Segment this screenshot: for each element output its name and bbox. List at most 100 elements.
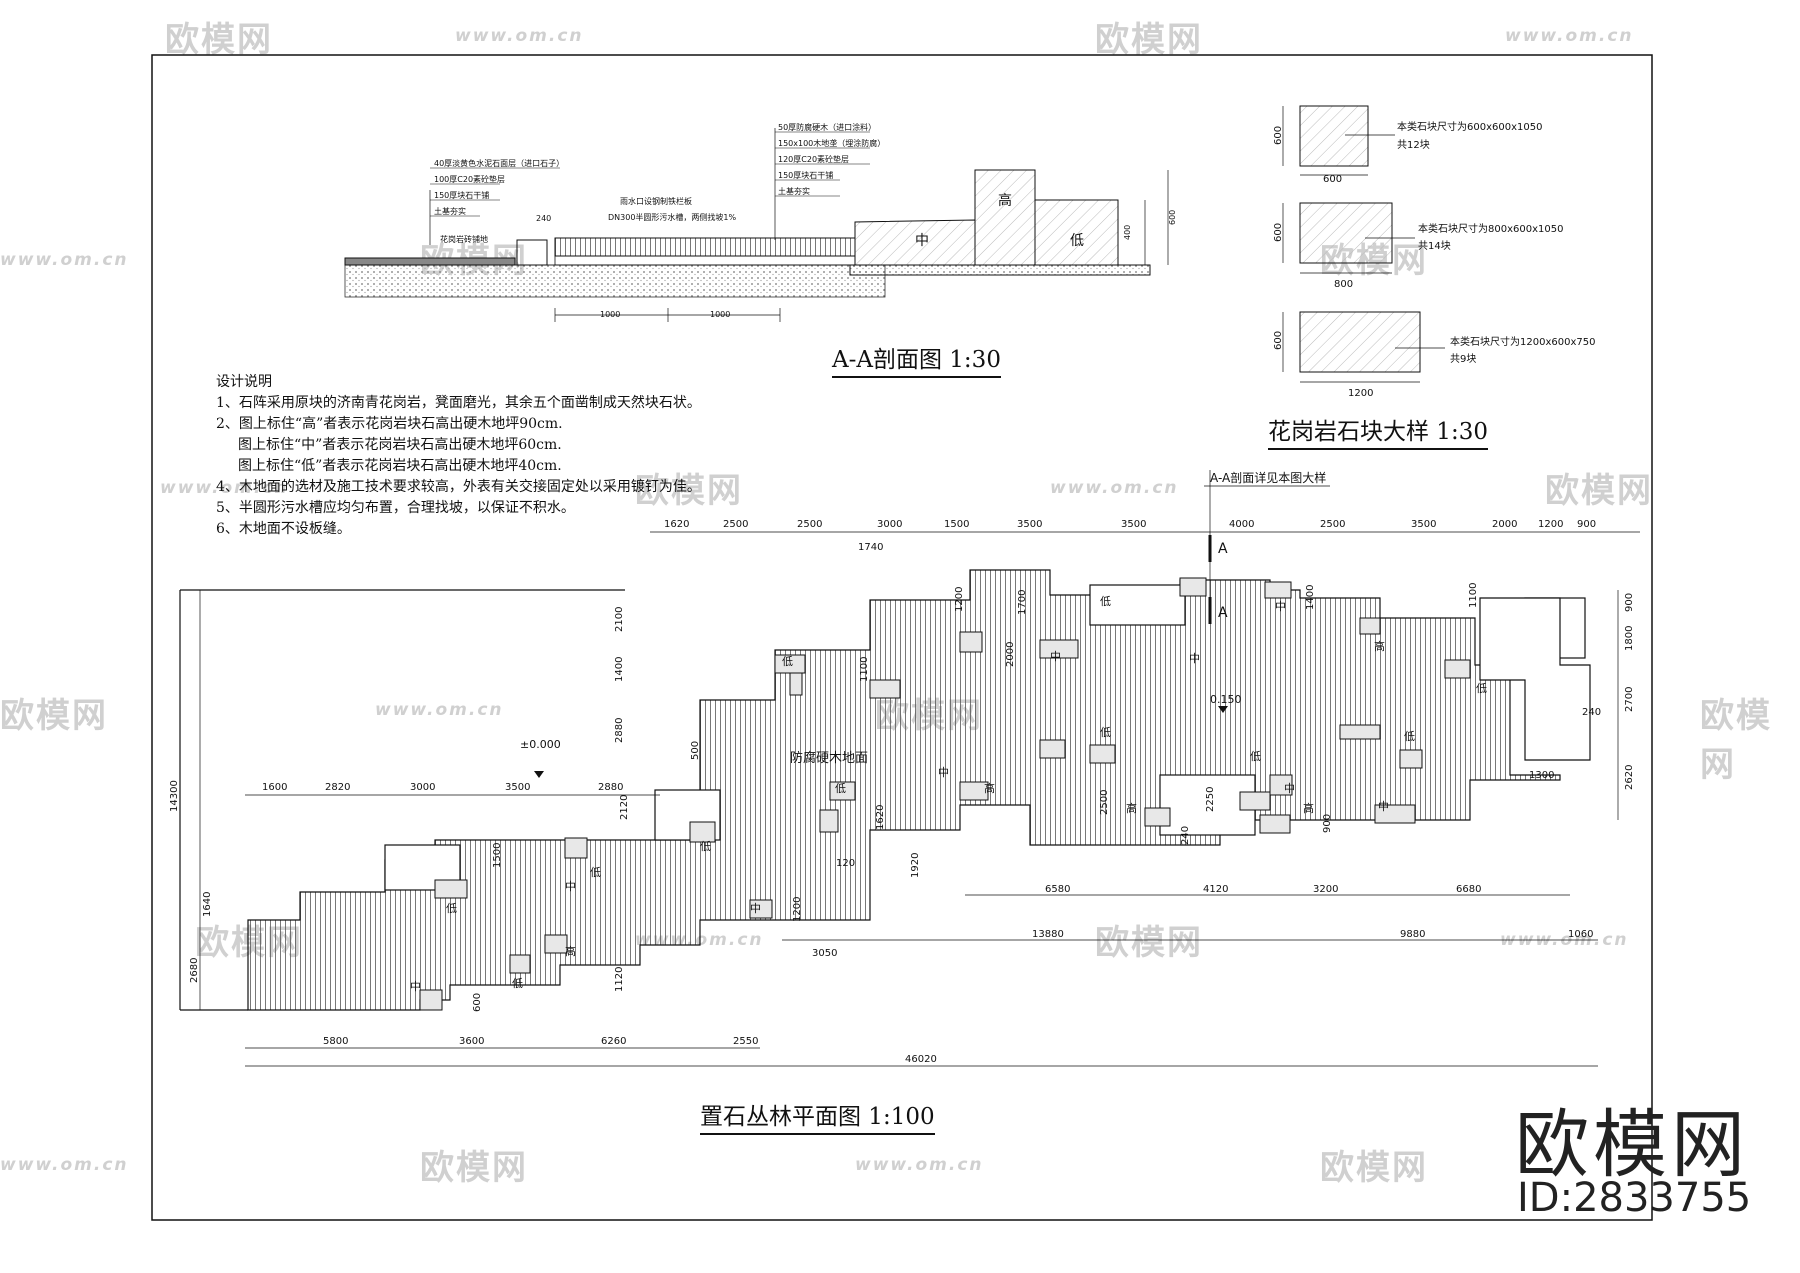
plan-dim-left: 1640 [202,892,213,917]
plan-stone-label: 低 [782,655,793,668]
detail-text: 共9块 [1450,353,1476,365]
detail-text: 共14块 [1418,240,1451,252]
plan-dim-bottom: 6260 [601,1036,626,1047]
watermark-brand: 欧模网 [635,471,743,511]
granite-detail [1299,105,1421,373]
detail-dim: 600 [1273,331,1284,350]
elevation-low-marker [534,771,544,778]
watermark-brand: 欧模网 [1095,923,1203,963]
watermark-url: www.om.cn [1050,478,1179,498]
detail-text: 本类石块尺寸为600x600x1050 [1397,120,1542,133]
plan-dim-right: 4120 [1203,884,1228,895]
plan-stone-label: 高 [1374,639,1385,653]
section-layer-label: 150x100木地垄（埋涂防腐） [778,138,885,148]
section-layer-label: 40厚淡黄色水泥石面层（进口石子） [434,158,564,168]
plan-dim-inner: 500 [690,741,701,760]
watermark-url: www.om.cn [375,700,504,720]
elevation-low: ±0.000 [520,738,561,751]
watermark-brand: 欧模网 [1545,471,1653,511]
plan-dim-side: 1800 [1624,626,1635,651]
plan-stone-label: 低 [1404,730,1415,743]
watermark-url: www.om.cn [160,478,289,498]
plan-dim-inner: 1400 [1305,585,1316,610]
plan-dim-mid: 3000 [410,782,435,793]
plan-dim-side: 900 [1624,593,1635,612]
plan-stone-label: 低 [1476,682,1487,695]
elevation-high: 0.150 [1210,693,1242,706]
plan-dim-inner: 1100 [859,657,870,682]
watermark-url: www.om.cn [855,1155,984,1175]
detail-text: 本类石块尺寸为800x600x1050 [1418,222,1563,235]
plan-dim-top: 3000 [877,519,902,530]
plan-stone-label: 中 [1378,800,1389,813]
plan-stones [419,577,1471,1011]
watermark-brand: 欧模网 [165,20,273,60]
plan-dim-left: 14300 [169,780,180,812]
plan-dim-top: 1620 [664,519,689,530]
plan-dim-inner: 2500 [1099,790,1110,815]
watermark-url: www.om.cn [1505,26,1634,46]
plan-stone-label: 高 [1126,801,1137,815]
design-note-line: 图上标住“低”者表示花岗岩块石高出硬木地坪40cm. [238,458,562,474]
plan-dim-top: 2500 [797,519,822,530]
plan-dim-inner: 1200 [792,897,803,922]
plan-dim-inner: 240 [1180,826,1191,845]
section-note: 雨水口设钢制铁栏板 [620,196,692,206]
design-notes-heading: 设计说明 [216,374,272,390]
plan-dim-inner: 2100 [614,607,625,632]
section-layer-label: 50厚防腐硬木（进口涂料） [778,122,876,132]
plan-stone-label: 低 [590,866,601,879]
plan-dim-bottom: 2550 [733,1036,758,1047]
watermark-url: www.om.cn [0,1155,129,1175]
plan-dim-top: 3500 [1121,519,1146,530]
section-dim: 240 [536,214,551,223]
plan-dim-inner: 1300 [1529,770,1554,781]
plan-dim-inner: 2000 [1005,642,1016,667]
plan-stone-label: 中 [1275,600,1286,613]
model-id: ID:2833755 [1517,1175,1752,1221]
plan-dim-mid: 2820 [325,782,350,793]
plan-stone-label: 高 [565,944,576,958]
plan-stone-label: 低 [1100,595,1111,608]
plan-stone-label: 低 [1250,750,1261,763]
plan-dim-top: 4000 [1229,519,1254,530]
design-note-line: 2、图上标住“高”者表示花岗岩块石高出硬木地坪90cm. [216,416,563,432]
section-dim: 600 [1168,210,1177,225]
section-dim: 1000 [600,310,620,319]
plan-dim-inner: 1200 [954,587,965,612]
drawing-frame [151,54,1653,1221]
watermark-brand: 欧模网 [0,696,108,736]
plan-dim-inner: 120 [836,858,855,869]
design-note-line: 图上标住“中”者表示花岗岩块石高出硬木地坪60cm. [238,437,562,453]
stone-label: 高 [998,192,1012,209]
detail-dim: 600 [1273,126,1284,145]
plan-stone-label: 中 [938,766,949,779]
plan-dim-right: 3050 [812,948,837,959]
plan-dim-inner: 600 [472,993,483,1012]
plan-stone-label: 中 [565,880,576,893]
watermark-brand: 欧模网 [1320,1148,1428,1188]
plan-dim-inner: 1400 [614,657,625,682]
section-mark-label: A [1218,605,1228,621]
watermark-brand: 欧模网 [1700,696,1772,785]
plan-dim-inner: 2250 [1205,787,1216,812]
plan-dim-inner: 1740 [858,542,883,553]
plan-dim-top: 2000 [1492,519,1517,530]
section-drawing [344,128,1169,322]
brand-logo: 欧模网 [1515,1102,1749,1188]
plan-dim-top: 2500 [1320,519,1345,530]
section-layer-label: 土基夯实 [434,206,466,216]
section-dim: 400 [1123,225,1132,240]
plan-dim-side: 2700 [1624,687,1635,712]
plan-dim-top: 3500 [1017,519,1042,530]
section-ref-note: A-A剖面详见本图大样 [1210,470,1326,485]
design-notes: 设计说明 1、石阵采用原块的济南青花岗岩，凳面磨光，其余五个面凿制成天然块石状。… [216,372,701,540]
watermark-url: www.om.cn [455,26,584,46]
plan-dim-side: 2620 [1624,765,1635,790]
plan-dim-inner: 2880 [614,718,625,743]
plan-dimension-lines [199,470,1640,1067]
detail-title: 花岗岩石块大样 1:30 [1268,412,1488,450]
plan-dim-inner: 240 [1582,707,1601,718]
plan-dim-mid: 2880 [598,782,623,793]
plan-stone-label: 低 [700,840,711,853]
